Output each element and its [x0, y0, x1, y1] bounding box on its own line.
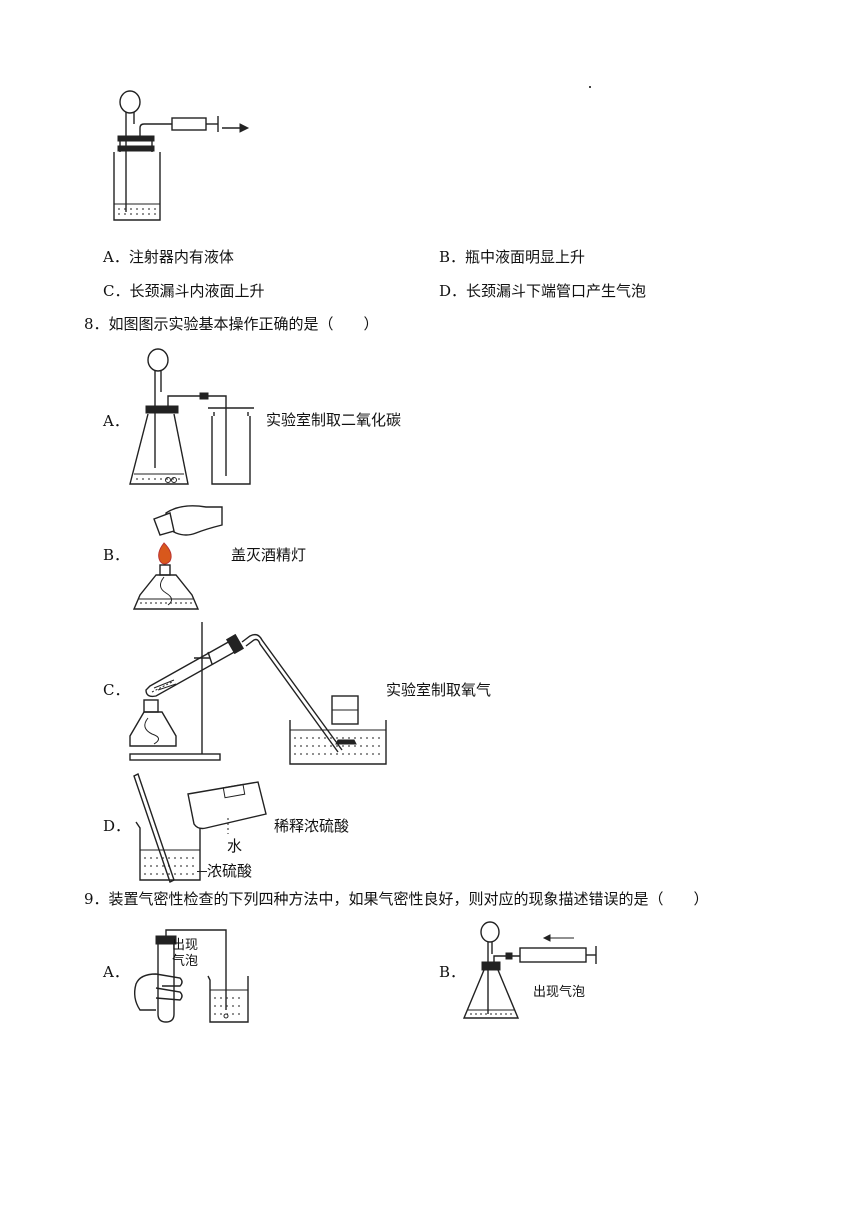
q7-option-a[interactable]: A．注射器内有液体	[103, 247, 234, 267]
option-text: 注射器内有液体	[128, 248, 234, 266]
option-letter: C．	[103, 282, 130, 300]
q9-a-hand-warming-figure	[133, 929, 249, 1023]
q8-option-a-letter[interactable]: A．	[103, 412, 129, 430]
q8-option-c-letter[interactable]: C．	[103, 681, 130, 699]
q8-option-d-caption: 稀释浓硫酸	[274, 817, 350, 835]
q8-c-oxygen-apparatus-figure	[129, 622, 387, 765]
q8-option-c-caption: 实验室制取氧气	[386, 681, 492, 699]
option-text: 长颈漏斗下端管口产生气泡	[466, 282, 647, 300]
q8-b-alcohol-lamp-figure	[132, 505, 223, 610]
q9-stem: 9．装置气密性检查的下列四种方法中，如果气密性良好，则对应的现象描述错误的是（ …	[84, 890, 709, 908]
option-letter: A．	[103, 248, 129, 266]
option-letter: B．	[439, 248, 466, 266]
q8-option-b-letter[interactable]: B．	[103, 546, 130, 564]
q7-option-b[interactable]: B．瓶中液面明显上升	[439, 247, 585, 267]
stray-dot	[589, 86, 591, 88]
q8-stem: 8．如图图示实验基本操作正确的是（ ）	[84, 315, 379, 333]
label-line: 气泡	[172, 954, 199, 969]
option-letter: D．	[439, 282, 467, 300]
label-line: 出现	[172, 938, 199, 953]
q7-option-c[interactable]: C．长颈漏斗内液面上升	[103, 281, 265, 301]
q9-option-a-letter[interactable]: A．	[103, 963, 129, 981]
q8-d-label-leader	[197, 871, 207, 872]
q9-b-bubble-label: 出现气泡	[533, 985, 586, 1000]
q8-d-water-label: 水	[227, 837, 243, 855]
q9-b-syringe-figure	[462, 921, 597, 1019]
q8-option-d-letter[interactable]: D．	[103, 817, 131, 835]
q8-d-dilution-figure	[133, 773, 267, 883]
q8-d-acid-label: 浓硫酸	[207, 862, 253, 880]
q8-a-co2-apparatus-figure	[129, 348, 254, 485]
option-text: 瓶中液面明显上升	[465, 248, 586, 266]
q9-option-b-letter[interactable]: B．	[439, 963, 466, 981]
q9-a-bubble-label: 出现 气泡	[172, 938, 198, 970]
q7-apparatus-figure	[113, 90, 250, 221]
q8-option-a-caption: 实验室制取二氧化碳	[266, 411, 402, 429]
option-text: 长颈漏斗内液面上升	[129, 282, 265, 300]
q8-option-b-caption: 盖灭酒精灯	[231, 546, 307, 564]
q7-option-d[interactable]: D．长颈漏斗下端管口产生气泡	[439, 281, 646, 301]
